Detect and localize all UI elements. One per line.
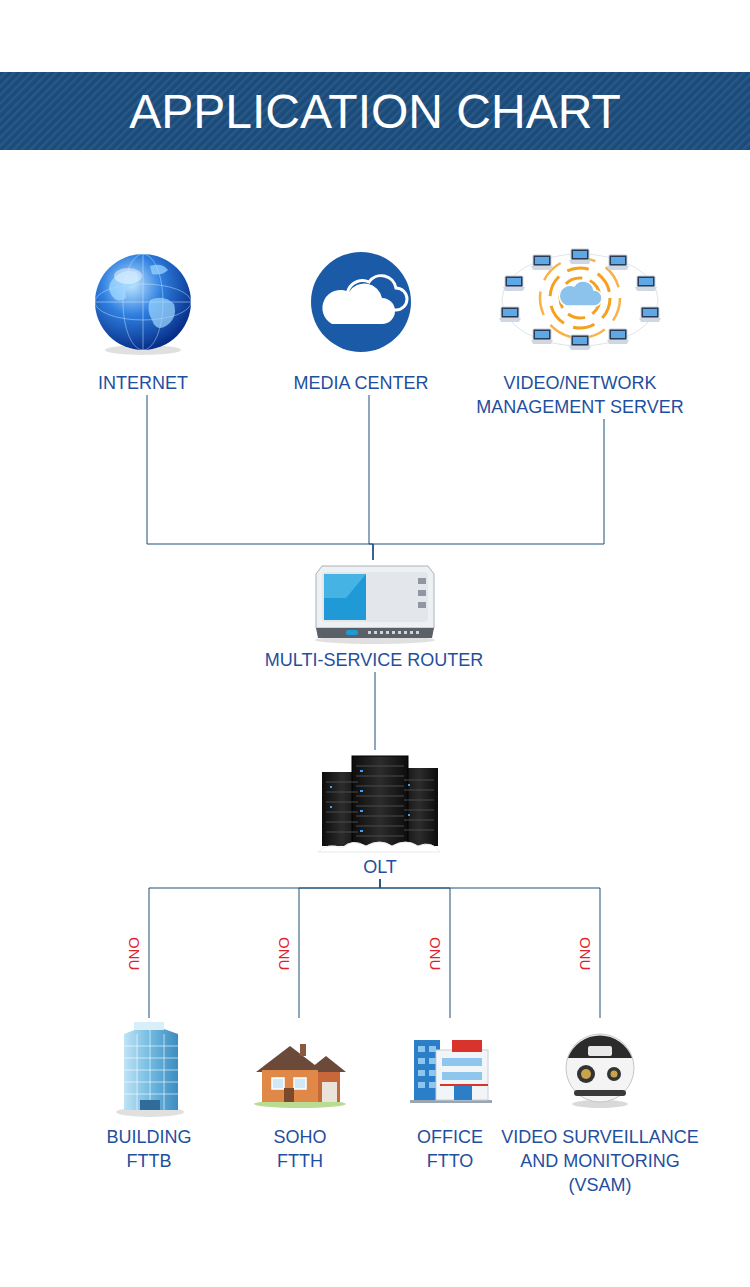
connector-line — [147, 395, 373, 560]
icon-node: BUILDING FTTB — [94, 1018, 204, 1173]
olt-rack-icon — [318, 756, 440, 852]
node-label: MULTI-SERVICE ROUTER — [254, 648, 494, 672]
network-server-icon — [499, 249, 661, 350]
node-label: VIDEO/NETWORK MANAGEMENT SERVER — [468, 371, 693, 419]
house-icon — [254, 1044, 346, 1108]
icon-node: VIDEO SURVEILLANCE AND MONITORING (VSAM) — [493, 1018, 708, 1197]
router-icon — [315, 566, 435, 644]
node-label: MEDIA CENTER — [276, 371, 446, 395]
header-band — [0, 72, 750, 150]
chart-title: APPLICATION CHART — [0, 72, 750, 150]
icon-node: SOHO FTTH — [250, 1018, 350, 1173]
cloud-icon — [311, 252, 411, 352]
icon-node: OFFICE FTTO — [400, 1018, 500, 1173]
icon-node: MULTI-SERVICE ROUTER — [254, 560, 494, 672]
camera-icon — [566, 1034, 634, 1108]
connector-line — [373, 419, 604, 560]
icon-node: INTERNET — [78, 250, 208, 395]
node-label: SOHO FTTH — [250, 1125, 350, 1173]
node-label: OLT — [315, 855, 445, 879]
edge-label: ONU — [427, 937, 443, 970]
globe-icon — [95, 254, 191, 355]
connector-line — [149, 879, 380, 1018]
node-label: VIDEO SURVEILLANCE AND MONITORING (VSAM) — [493, 1125, 708, 1197]
office-icon — [410, 1040, 492, 1103]
connector-line — [380, 879, 450, 1018]
icon-node: VIDEO/NETWORK MANAGEMENT SERVER — [468, 245, 693, 419]
node-label: OFFICE FTTO — [400, 1125, 500, 1173]
connector-line — [375, 672, 376, 750]
connector-line — [380, 879, 600, 1018]
connector-line — [369, 395, 373, 560]
icon-node: MEDIA CENTER — [276, 250, 446, 395]
building-icon — [116, 1022, 184, 1117]
connector-line — [299, 879, 380, 1018]
icon-node: OLT — [315, 750, 445, 879]
edge-label: ONU — [126, 937, 142, 970]
edge-label: ONU — [577, 937, 593, 970]
node-label: INTERNET — [78, 371, 208, 395]
edge-label: ONU — [276, 937, 292, 970]
node-label: BUILDING FTTB — [94, 1125, 204, 1173]
